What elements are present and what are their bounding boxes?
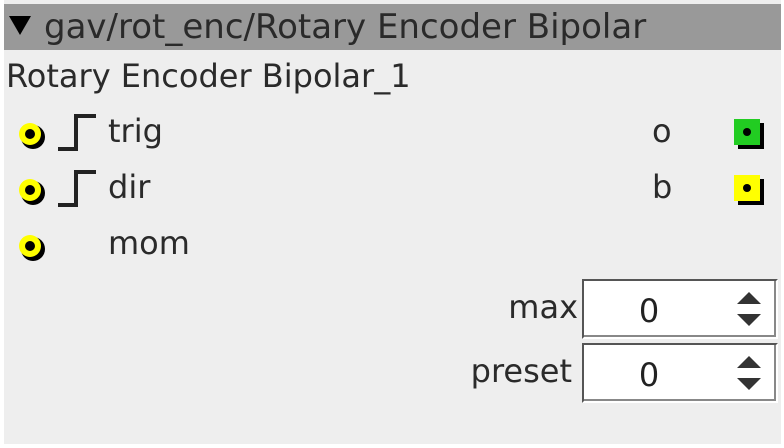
object-titlebar[interactable]: gav/rot_enc/Rotary Encoder Bipolar xyxy=(4,4,781,50)
spinner-bevel xyxy=(584,345,776,401)
instance-name[interactable]: Rotary Encoder Bipolar_1 xyxy=(6,57,411,95)
trigger-edge-icon xyxy=(58,114,96,151)
max-value[interactable]: 0 xyxy=(638,292,660,330)
outlet-b-icon[interactable] xyxy=(733,174,765,206)
spinner-bevel xyxy=(584,281,776,337)
inlet-label-dir: dir xyxy=(108,168,151,206)
spin-up-icon[interactable] xyxy=(737,356,761,368)
inlet-label-trig: trig xyxy=(108,112,163,150)
preset-spinner[interactable]: 0 xyxy=(582,343,778,403)
inlet-mom-icon[interactable] xyxy=(14,230,48,264)
spin-up-icon[interactable] xyxy=(737,292,761,304)
triangle-down-icon[interactable] xyxy=(9,16,31,35)
inlet-label-mom: mom xyxy=(108,224,190,262)
spin-down-icon[interactable] xyxy=(737,314,761,326)
param-label-max: max xyxy=(508,288,578,326)
outlet-label-o: o xyxy=(652,112,672,150)
inlet-trig-icon[interactable] xyxy=(14,118,48,152)
object-type-title: gav/rot_enc/Rotary Encoder Bipolar xyxy=(44,7,647,47)
max-spinner[interactable]: 0 xyxy=(582,279,778,339)
spin-down-icon[interactable] xyxy=(737,378,761,390)
trigger-edge-icon xyxy=(58,170,96,207)
outlet-o-icon[interactable] xyxy=(733,118,765,150)
preset-value[interactable]: 0 xyxy=(638,356,660,394)
param-label-preset: preset xyxy=(470,352,572,390)
inlet-dir-icon[interactable] xyxy=(14,174,48,208)
outlet-label-b: b xyxy=(652,168,673,206)
object-panel: gav/rot_enc/Rotary Encoder Bipolar Rotar… xyxy=(4,0,781,444)
